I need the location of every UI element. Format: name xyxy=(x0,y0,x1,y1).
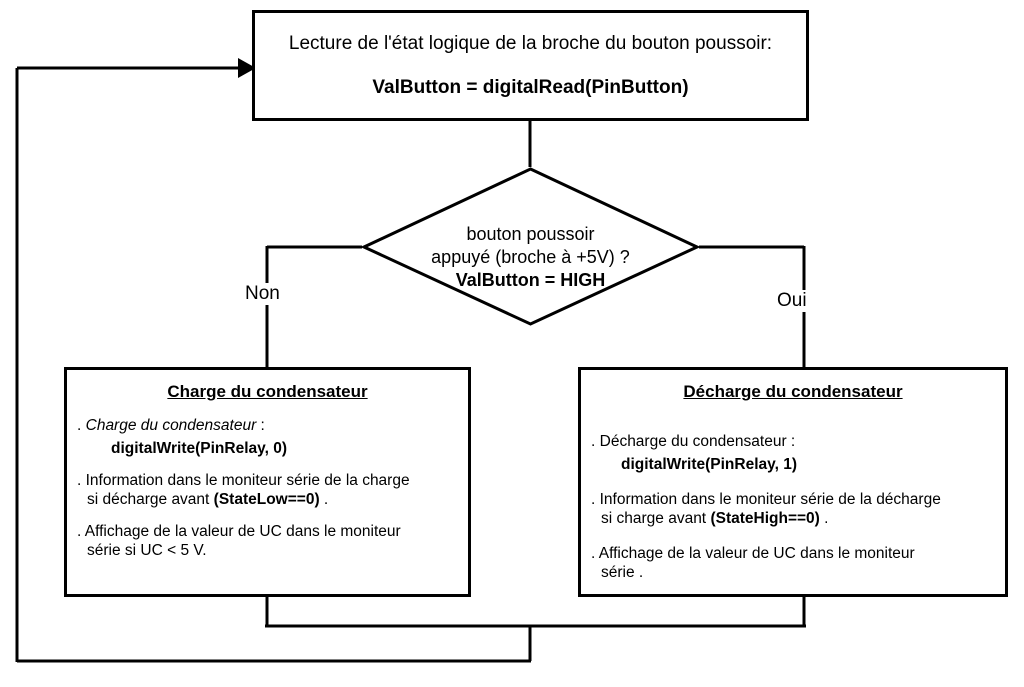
decharge-bullet-2: . Information dans le moniteur série de … xyxy=(591,490,995,528)
charge-b3-text2: série si UC < 5 V. xyxy=(87,542,207,559)
decharge-b1-code: digitalWrite(PinRelay, 1) xyxy=(621,456,797,473)
decharge-bullet-1: . Décharge du condensateur : digitalWrit… xyxy=(591,432,995,474)
charge-b2-end: . xyxy=(319,491,329,508)
decharge-b3-text: Affichage de la valeur de UC dans le mon… xyxy=(598,545,915,562)
charge-box-title: Charge du condensateur xyxy=(167,382,368,401)
decharge-b2-bold: (StateHigh==0) xyxy=(710,510,820,527)
arrow-head-icon xyxy=(238,58,256,78)
decision-line1: bouton poussoir xyxy=(466,224,595,244)
read-box-line2: ValButton = digitalRead(PinButton) xyxy=(372,76,689,98)
branch-label-no: Non xyxy=(243,283,282,305)
process-read-button: Lecture de l'état logique de la broche d… xyxy=(252,10,809,121)
charge-b2-bold: (StateLow==0) xyxy=(213,491,320,508)
decharge-box-title: Décharge du condensateur xyxy=(683,382,903,401)
decision-button-pressed: bouton poussoir appuyé (broche à +5V) ? … xyxy=(362,167,699,326)
charge-b2-text: Information dans le moniteur série de la… xyxy=(85,472,410,489)
charge-bullet-1: . Charge du condensateur : digitalWrite(… xyxy=(77,416,458,458)
charge-b2-text2: si décharge avant xyxy=(87,491,214,508)
decision-line2: appuyé (broche à +5V) ? xyxy=(431,247,630,267)
decharge-b2-text2: si charge avant xyxy=(601,510,711,527)
decision-line3: ValButton = HIGH xyxy=(455,270,606,290)
charge-bullet-3: . Affichage de la valeur de UC dans le m… xyxy=(77,522,458,560)
decharge-b1-text: Décharge du condensateur : xyxy=(599,433,796,450)
decharge-b2-end: . xyxy=(819,510,829,527)
decharge-b2-dot: . xyxy=(591,491,596,508)
decision-text-block: bouton poussoir appuyé (broche à +5V) ? … xyxy=(362,167,699,326)
charge-b2-dot: . xyxy=(77,472,82,489)
decharge-b2-line2: si charge avant (StateHigh==0) . xyxy=(601,509,995,528)
charge-b1-dot: . xyxy=(77,417,82,434)
process-charge-capacitor: Charge du condensateur . Charge du conde… xyxy=(64,367,471,597)
decharge-b1-dot: . xyxy=(591,433,596,450)
charge-b1-italic: Charge du condensateur xyxy=(85,417,257,434)
decharge-bullet-3: . Affichage de la valeur de UC dans le m… xyxy=(591,544,995,582)
charge-b1-code: digitalWrite(PinRelay, 0) xyxy=(111,440,287,457)
diamond-shape xyxy=(362,167,699,326)
decharge-b2-text: Information dans le moniteur série de la… xyxy=(599,491,941,508)
decharge-b3-text2: série . xyxy=(601,564,644,581)
decharge-b3-dot: . xyxy=(591,545,596,562)
charge-b2-line2: si décharge avant (StateLow==0) . xyxy=(87,490,458,509)
read-box-line1: Lecture de l'état logique de la broche d… xyxy=(288,32,773,54)
charge-b1-colon: : xyxy=(256,417,265,434)
charge-b3-text: Affichage de la valeur de UC dans le mon… xyxy=(84,523,401,540)
branch-label-yes: Oui xyxy=(775,290,809,312)
charge-b3-dot: . xyxy=(77,523,82,540)
charge-bullet-2: . Information dans le moniteur série de … xyxy=(77,471,458,509)
process-discharge-capacitor: Décharge du condensateur . Décharge du c… xyxy=(578,367,1008,597)
